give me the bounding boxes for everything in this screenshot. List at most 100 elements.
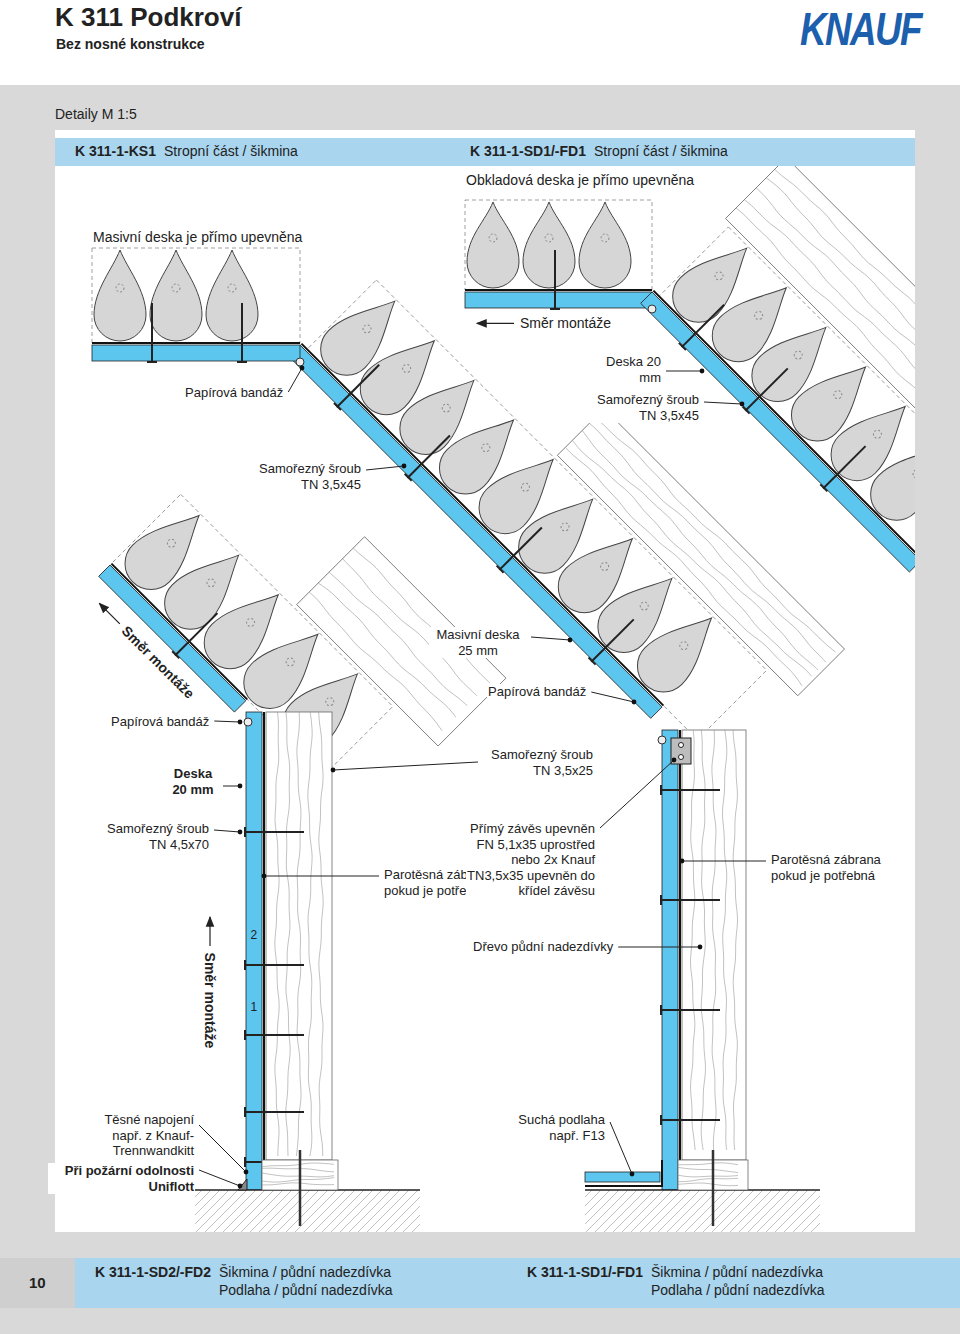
slab-hatch bbox=[232, 1190, 274, 1232]
screw bbox=[175, 613, 217, 655]
wood-grain bbox=[701, 730, 705, 1150]
screw bbox=[591, 619, 633, 661]
slab-hatch bbox=[775, 1190, 817, 1232]
layer-number: 2 bbox=[251, 928, 258, 942]
paper-tape bbox=[296, 358, 304, 366]
slab-hatch bbox=[585, 1190, 601, 1232]
slab-hatch bbox=[793, 1190, 820, 1232]
building-member bbox=[639, 158, 915, 574]
screw bbox=[660, 789, 720, 791]
slab-hatch bbox=[322, 1190, 364, 1232]
slab-hatch bbox=[667, 1190, 709, 1232]
slab-hatch bbox=[367, 1190, 409, 1232]
screw-head bbox=[172, 651, 179, 658]
insulation-fibre bbox=[601, 234, 609, 242]
detail-code: K 311-1-SD1/-FD1 bbox=[470, 143, 586, 160]
callout-label: Deska 20 mm bbox=[602, 354, 662, 385]
insulation-fibre bbox=[639, 600, 650, 611]
callout-label: Těsné napojení např. z Knauf-Trennwandki… bbox=[93, 1112, 195, 1159]
wood-grain bbox=[262, 1173, 334, 1177]
detail-code: K 311-1-SD1/-FD1 bbox=[527, 1264, 643, 1281]
leader-line bbox=[333, 762, 478, 770]
slab-hatch bbox=[703, 1190, 745, 1232]
leader-dot bbox=[568, 638, 573, 643]
insulation-fibre bbox=[228, 284, 236, 292]
leader-line bbox=[199, 1170, 240, 1186]
insulation-roll bbox=[467, 202, 519, 288]
floor-slab bbox=[151, 1190, 454, 1232]
slab-hatch bbox=[223, 1190, 265, 1232]
slab-hatch bbox=[640, 1190, 682, 1232]
screw bbox=[682, 305, 724, 347]
slab-hatch bbox=[658, 1190, 700, 1232]
insulation-fibre bbox=[361, 323, 372, 334]
wood-grain bbox=[678, 1178, 738, 1182]
vapour-barrier bbox=[92, 342, 300, 344]
wood-grain bbox=[275, 712, 279, 1156]
timber bbox=[682, 730, 746, 1160]
screw bbox=[745, 368, 787, 410]
building-member bbox=[287, 225, 844, 782]
wood-grain bbox=[296, 712, 301, 1156]
slab-hatch bbox=[766, 1190, 808, 1232]
direction-arrow bbox=[477, 323, 514, 324]
insulation-layer bbox=[92, 248, 300, 343]
screw bbox=[660, 1119, 720, 1121]
leader-dot bbox=[300, 366, 305, 371]
screw bbox=[151, 303, 153, 363]
insulation-fibre bbox=[285, 656, 296, 667]
direction-label: Směr montáže bbox=[117, 621, 198, 702]
leader-line bbox=[610, 1122, 632, 1174]
slab-hatch bbox=[195, 1190, 220, 1232]
screw bbox=[554, 250, 556, 310]
hanger-bracket bbox=[671, 738, 691, 764]
insulation-roll bbox=[94, 250, 146, 341]
building-member bbox=[92, 248, 300, 363]
paper-tape bbox=[244, 718, 252, 726]
slab-hatch bbox=[676, 1190, 718, 1232]
slab-hatch bbox=[685, 1190, 727, 1232]
screw-head bbox=[244, 1030, 246, 1040]
wood-grain bbox=[678, 1183, 738, 1186]
callout-label: Papírová bandáž bbox=[110, 714, 210, 730]
callout-label: Papírová bandáž bbox=[487, 684, 587, 700]
direction-label: Směr montáže bbox=[201, 951, 218, 1049]
direction-arrow bbox=[209, 917, 210, 946]
slab-hatch bbox=[613, 1190, 655, 1232]
section-title-bar: K 311-1-KS1Stropní část / šikminaK 311-1… bbox=[55, 138, 915, 166]
callout-label: Parotěsná zábrana pokud je potřebná bbox=[770, 852, 894, 883]
detail-heading: Podlaha / půdní nadezdívka bbox=[219, 1282, 393, 1299]
slab-hatch bbox=[595, 1190, 637, 1232]
leader-dot bbox=[331, 768, 336, 773]
leader-dot bbox=[238, 1184, 243, 1189]
screw-head bbox=[660, 895, 662, 905]
slab-hatch bbox=[604, 1190, 646, 1232]
screw-head bbox=[588, 658, 595, 665]
screw bbox=[407, 436, 449, 478]
leader-line bbox=[264, 876, 379, 877]
slab bbox=[585, 1190, 820, 1232]
screw-head bbox=[497, 566, 504, 573]
insulation-fibre bbox=[713, 270, 724, 281]
screw bbox=[337, 365, 379, 407]
anchor bbox=[712, 1150, 715, 1226]
leader-lines bbox=[99, 323, 766, 1188]
callout-label: Samořezný šroub TN 3,5x45 bbox=[250, 461, 362, 492]
edge-strip bbox=[585, 1160, 662, 1186]
wood-grain bbox=[262, 1178, 334, 1183]
leader-dot bbox=[680, 859, 685, 864]
leader-dot bbox=[630, 1172, 635, 1177]
construction-drawing bbox=[92, 158, 915, 1232]
leader-line bbox=[223, 786, 240, 787]
slab-hatch bbox=[585, 1190, 592, 1232]
sealant bbox=[238, 1179, 247, 1190]
insulation-fibre bbox=[441, 402, 452, 413]
slab-hatch bbox=[331, 1190, 373, 1232]
insulation-fibre bbox=[872, 429, 883, 440]
insulation-fibre bbox=[166, 538, 177, 549]
detail-code: 10 bbox=[29, 1274, 46, 1292]
callout-label: Při požární odolnosti Uniflott bbox=[48, 1163, 195, 1194]
insulation-roll bbox=[150, 250, 202, 341]
screw-head bbox=[405, 474, 412, 481]
screw bbox=[244, 831, 304, 833]
